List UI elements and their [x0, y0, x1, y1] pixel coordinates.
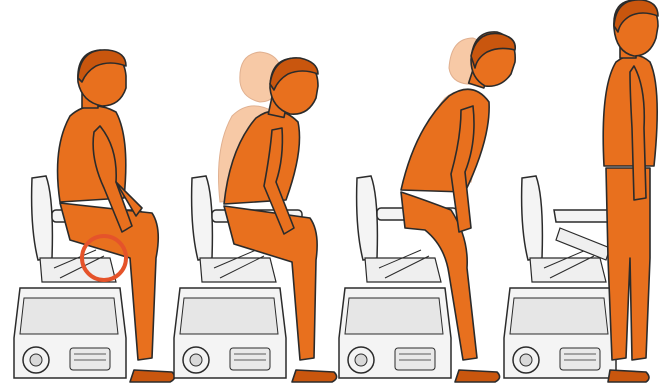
person-standing [603, 0, 658, 382]
stage-seated [14, 50, 175, 382]
stage-leaning-forward [174, 52, 337, 382]
stage-standing [504, 0, 658, 382]
stage-rising [339, 32, 515, 382]
stairlift-chair [504, 176, 616, 378]
